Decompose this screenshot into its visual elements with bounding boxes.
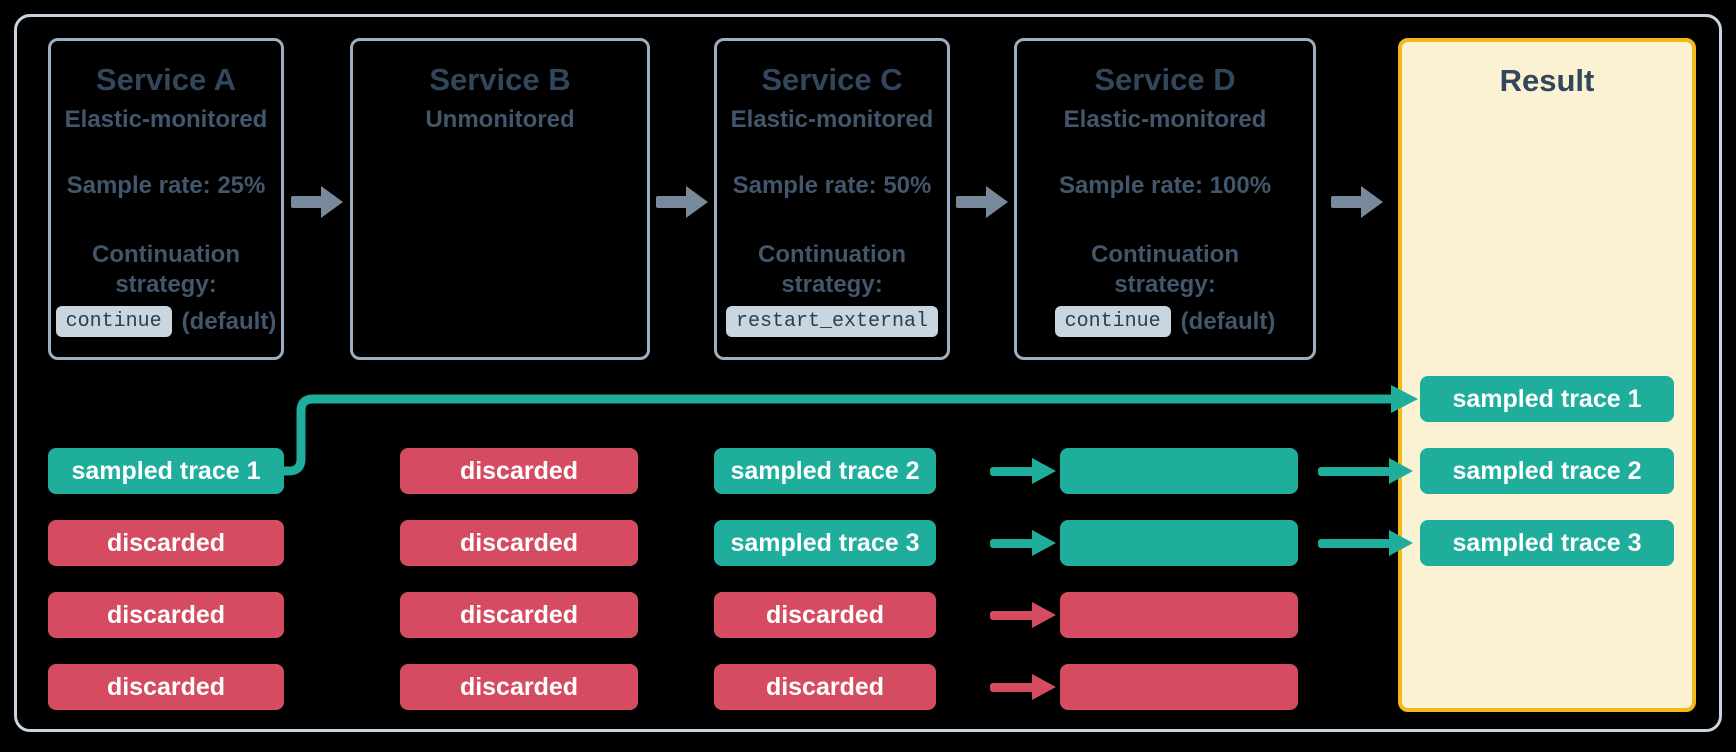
trace-bar: sampled trace 1 bbox=[48, 448, 284, 494]
arrow-head bbox=[1389, 530, 1413, 556]
trace-bar: discarded bbox=[48, 664, 284, 710]
sample-rate-text: Sample rate: 100% bbox=[1058, 172, 1272, 200]
arrow-head bbox=[1032, 458, 1056, 484]
strategy-label: Continuation strategy: bbox=[758, 241, 906, 299]
flow-arrow-icon bbox=[956, 186, 1008, 218]
arrow-head bbox=[986, 186, 1008, 218]
service-subtitle: Unmonitored bbox=[425, 106, 575, 134]
trace-bar: discarded bbox=[714, 592, 936, 638]
service-d-box: Service D Elastic-monitored Sample rate:… bbox=[1014, 38, 1316, 360]
trace-arrow-icon bbox=[1318, 458, 1414, 484]
arrow-shaft bbox=[990, 539, 1034, 548]
result-trace-bar: sampled trace 1 bbox=[1420, 376, 1674, 422]
trace-arrow-icon bbox=[1318, 530, 1414, 556]
strategy-row: continue (default) bbox=[55, 306, 277, 338]
arrow-shaft bbox=[990, 467, 1034, 476]
flow-arrow-icon bbox=[1331, 186, 1383, 218]
trace-arrow-icon bbox=[990, 458, 1056, 484]
service-subtitle: Elastic-monitored bbox=[730, 106, 934, 134]
connector-arrow-head bbox=[1391, 385, 1418, 413]
trace-bar: discarded bbox=[400, 448, 638, 494]
arrow-shaft bbox=[656, 196, 687, 208]
trace-bar: discarded bbox=[400, 592, 638, 638]
trace-arrow-icon bbox=[990, 602, 1056, 628]
service-subtitle: Elastic-monitored bbox=[1063, 106, 1267, 134]
result-box: Result bbox=[1398, 38, 1696, 712]
service-title: Service A bbox=[95, 62, 237, 97]
strategy-row: restart_external bbox=[725, 306, 939, 338]
trace-arrow-icon bbox=[990, 674, 1056, 700]
arrow-head bbox=[686, 186, 708, 218]
trace-bar: discarded bbox=[48, 592, 284, 638]
sample-rate-text: Sample rate: 25% bbox=[66, 172, 266, 200]
strategy-row: continue (default) bbox=[1054, 306, 1276, 338]
strategy-label: Continuation strategy: bbox=[92, 241, 240, 299]
result-trace-bar: sampled trace 3 bbox=[1420, 520, 1674, 566]
outer-frame bbox=[14, 14, 1722, 732]
strategy-code-chip: restart_external bbox=[725, 306, 939, 338]
arrow-head bbox=[1032, 602, 1056, 628]
strategy-default-text: (default) bbox=[181, 307, 277, 335]
arrow-shaft bbox=[990, 611, 1034, 620]
trace-bar bbox=[1060, 520, 1298, 566]
arrow-head bbox=[1032, 530, 1056, 556]
arrow-shaft bbox=[1318, 539, 1391, 548]
arrow-shaft bbox=[1331, 196, 1362, 208]
result-trace-bar: sampled trace 2 bbox=[1420, 448, 1674, 494]
service-title: Service D bbox=[1094, 62, 1236, 97]
arrow-shaft bbox=[1318, 467, 1391, 476]
trace-bar: sampled trace 2 bbox=[714, 448, 936, 494]
trace-bar: discarded bbox=[400, 664, 638, 710]
strategy-code-chip: continue bbox=[55, 306, 172, 338]
arrow-head bbox=[1389, 458, 1413, 484]
arrow-head bbox=[1032, 674, 1056, 700]
flow-arrow-icon bbox=[291, 186, 343, 218]
service-title: Service B bbox=[429, 62, 571, 97]
service-title: Service C bbox=[761, 62, 903, 97]
strategy-code-chip: continue bbox=[1054, 306, 1171, 338]
service-subtitle: Elastic-monitored bbox=[64, 106, 268, 134]
arrow-shaft bbox=[291, 196, 322, 208]
service-a-box: Service A Elastic-monitored Sample rate:… bbox=[48, 38, 284, 360]
arrow-shaft bbox=[956, 196, 987, 208]
arrow-shaft bbox=[990, 683, 1034, 692]
strategy-default-text: (default) bbox=[1180, 307, 1276, 335]
trace-arrow-icon bbox=[990, 530, 1056, 556]
arrow-head bbox=[321, 186, 343, 218]
result-title: Result bbox=[1499, 63, 1595, 98]
trace-bar bbox=[1060, 592, 1298, 638]
trace-bar: sampled trace 3 bbox=[714, 520, 936, 566]
trace-bar: discarded bbox=[48, 520, 284, 566]
trace-bar bbox=[1060, 448, 1298, 494]
trace-bar bbox=[1060, 664, 1298, 710]
arrow-head bbox=[1361, 186, 1383, 218]
trace-bar: discarded bbox=[714, 664, 936, 710]
trace-bar: discarded bbox=[400, 520, 638, 566]
flow-arrow-icon bbox=[656, 186, 708, 218]
service-c-box: Service C Elastic-monitored Sample rate:… bbox=[714, 38, 950, 360]
service-b-box: Service B Unmonitored bbox=[350, 38, 650, 360]
strategy-label: Continuation strategy: bbox=[1091, 241, 1239, 299]
sample-rate-text: Sample rate: 50% bbox=[732, 172, 932, 200]
